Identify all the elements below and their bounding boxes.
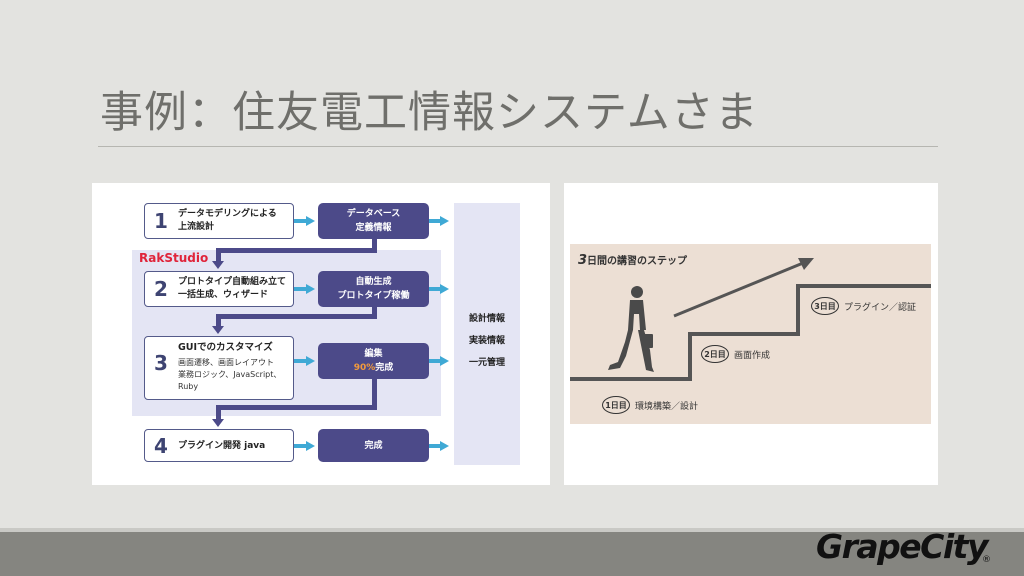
flow-connector [372, 307, 377, 318]
step-label: 画面遷移、画面レイアウト [178, 358, 274, 367]
output-line: 90%完成 [318, 361, 429, 375]
step-number: 4 [154, 434, 168, 458]
output-percent: 90% [353, 363, 376, 373]
step-number: 2 [154, 277, 168, 301]
walking-person-icon [608, 286, 654, 372]
logo-mark: ® [982, 555, 991, 565]
arrow-line [429, 287, 441, 291]
day-text: プラグイン／認証 [844, 302, 917, 313]
flow-diagram-panel: RakStudio 1 データモデリングによる 上流設計 データベース 定義情報… [92, 183, 550, 485]
design-info-column: 設計情報 実装情報 一元管理 [454, 203, 520, 465]
flow-connector [216, 248, 377, 253]
step-label: 一括生成、ウィザード [178, 290, 269, 300]
stairs-line [570, 284, 931, 381]
step-number: 3 [154, 351, 168, 375]
arrow-line [429, 444, 441, 448]
arrow-right-icon [440, 216, 449, 226]
arrow-right-icon [440, 356, 449, 366]
step-label: プラグイン開発 java [178, 441, 266, 451]
flow-connector [372, 379, 377, 409]
rakstudio-label: RakStudio [139, 251, 209, 265]
design-info-item: 実装情報 [468, 336, 505, 346]
output-line: データベース [346, 209, 401, 219]
design-info-item: 一元管理 [468, 358, 505, 368]
step-label: プロトタイプ自動組み立て [178, 277, 287, 287]
steps-title-text: 日間の講習のステップ [587, 256, 688, 267]
day-badge: 3日目 [811, 297, 839, 315]
arrow-right-icon [306, 216, 315, 226]
output-line: 自動生成 [355, 277, 392, 287]
arrow-right-icon [306, 284, 315, 294]
arrow-down-icon [212, 261, 224, 269]
stairs-graphic [570, 258, 931, 381]
step-title: GUIでのカスタマイズ [178, 342, 273, 353]
flow-connector [372, 239, 377, 251]
rising-arrow-line [673, 259, 809, 318]
arrow-right-icon [440, 284, 449, 294]
step-label: 上流設計 [178, 222, 215, 232]
arrow-line [294, 359, 308, 363]
flow-connector [216, 248, 221, 262]
day-text: 環境構築／設計 [635, 401, 699, 412]
day-3-label: 3日目 プラグイン／認証 [811, 297, 916, 315]
output-line: 完成 [364, 440, 383, 451]
arrow-right-icon [440, 441, 449, 451]
step-label: Ruby [178, 382, 199, 391]
day-1-label: 1日目 環境構築／設計 [602, 396, 698, 414]
arrow-line [294, 287, 308, 291]
flow-connector [216, 405, 377, 410]
output-line: プロトタイプ稼働 [337, 291, 410, 301]
day-badge: 2日目 [701, 345, 729, 363]
flow-connector [216, 314, 221, 327]
output-line: 編集 [364, 349, 383, 359]
day-text: 画面作成 [734, 350, 771, 361]
day-2-label: 2日目 画面作成 [701, 345, 770, 363]
rising-arrow-head [798, 258, 814, 270]
step-3-box: 3 GUIでのカスタマイズ 画面遷移、画面レイアウト 業務ロジック、JavaSc… [144, 336, 294, 400]
footer-bar [0, 532, 1024, 576]
step-label: データモデリングによる [178, 209, 277, 219]
title-divider [98, 146, 938, 147]
day-badge: 1日目 [602, 396, 630, 414]
step-4-box: 4 プラグイン開発 java [144, 429, 294, 462]
arrow-down-icon [212, 419, 224, 427]
step-2-output: 自動生成 プロトタイプ稼働 [318, 271, 429, 307]
step-1-box: 1 データモデリングによる 上流設計 [144, 203, 294, 239]
footer-stripe [0, 528, 1024, 532]
arrow-line [429, 359, 441, 363]
arrow-right-icon [306, 356, 315, 366]
flow-connector [216, 405, 221, 420]
arrow-line [294, 219, 308, 223]
output-rest: 完成 [375, 363, 394, 373]
arrow-line [294, 444, 308, 448]
step-label: 業務ロジック、JavaScript、 [178, 370, 282, 379]
grapecity-logo: GrapeCity ® [816, 527, 991, 566]
output-line: 定義情報 [355, 223, 392, 233]
course-steps-illustration: 3日間の講習のステップ 1日目 環境構築／設計 2日目 画面作成 3日目 プラグ [570, 244, 931, 424]
steps-title-number: 3 [578, 253, 588, 268]
design-info-item: 設計情報 [468, 314, 505, 324]
arrow-down-icon [212, 326, 224, 334]
step-1-output: データベース 定義情報 [318, 203, 429, 239]
step-2-box: 2 プロトタイプ自動組み立て 一括生成、ウィザード [144, 271, 294, 307]
step-number: 1 [154, 209, 168, 233]
arrow-right-icon [306, 441, 315, 451]
course-steps-panel: 3日間の講習のステップ 1日目 環境構築／設計 2日目 画面作成 3日目 プラグ [564, 183, 938, 485]
slide-title: 事例：住友電工情報システムさま [100, 88, 759, 138]
step-3-output: 編集 90%完成 [318, 343, 429, 379]
arrow-line [429, 219, 441, 223]
logo-wordmark: GrapeCity [816, 527, 990, 566]
step-4-output: 完成 [318, 429, 429, 462]
flow-connector [216, 314, 377, 319]
steps-title: 3日間の講習のステップ [578, 252, 687, 268]
